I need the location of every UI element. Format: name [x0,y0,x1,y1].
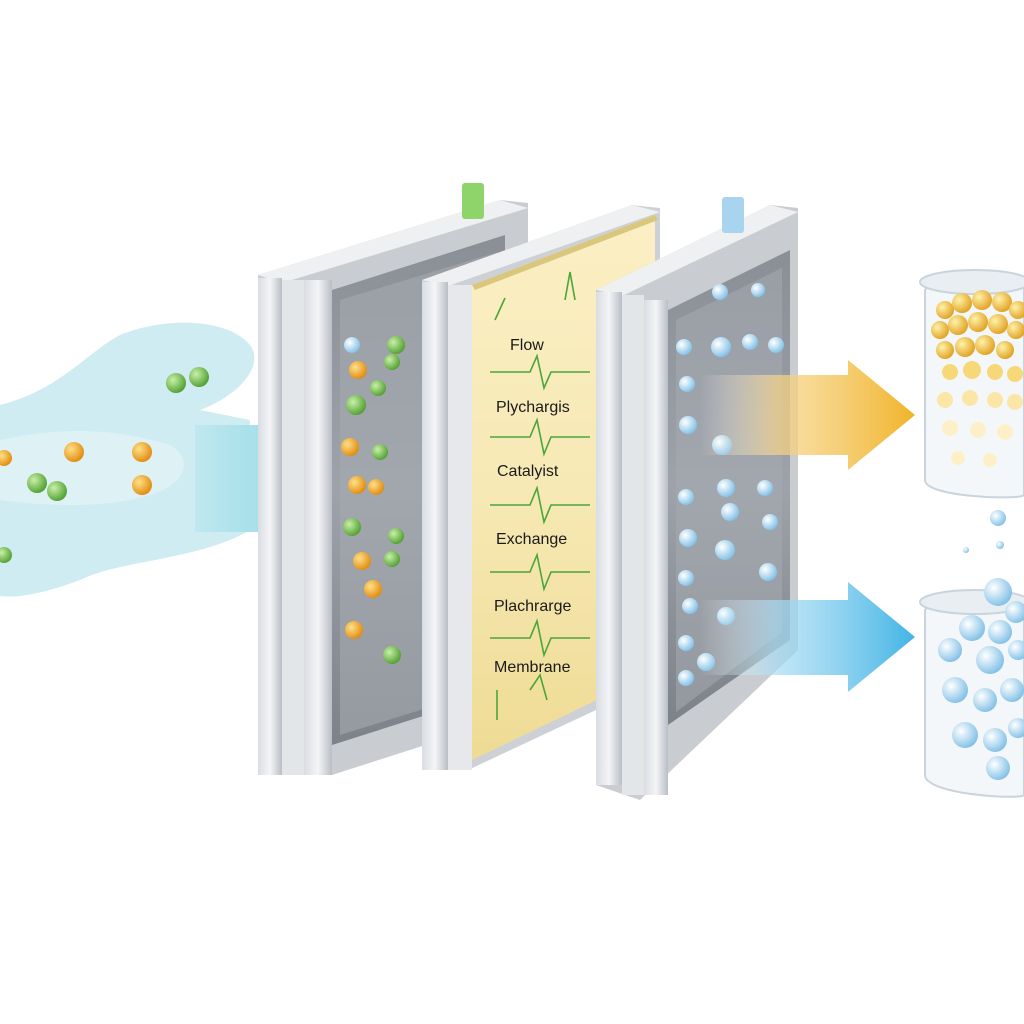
label-membrane: Membrane [494,659,571,676]
membrane-wave-lines [490,271,590,720]
water-bubbles [938,578,1024,780]
label-plachrarge: Plachrarge [494,598,571,615]
product-arrow-bottom [700,582,915,692]
label-catalyist: Catalyist [497,463,559,480]
product-arrow-top [700,360,915,470]
beaker-top [919,269,1024,499]
green-filter-icon [462,183,484,219]
beaker-bottom [919,578,1024,798]
membrane-labels: Flow Plychargis Catalyist Exchange Plach… [494,337,571,676]
label-flow: Flow [510,337,544,354]
label-exchange: Exchange [496,531,567,548]
filter-panel-3 [596,197,798,800]
label-plychargis: Plychargis [496,399,570,416]
panel-1-particles [341,336,405,664]
blue-droplet-icon [722,197,744,233]
falling-droplets [963,510,1006,553]
gold-crystals [931,290,1024,467]
inflow-particles [0,367,209,563]
